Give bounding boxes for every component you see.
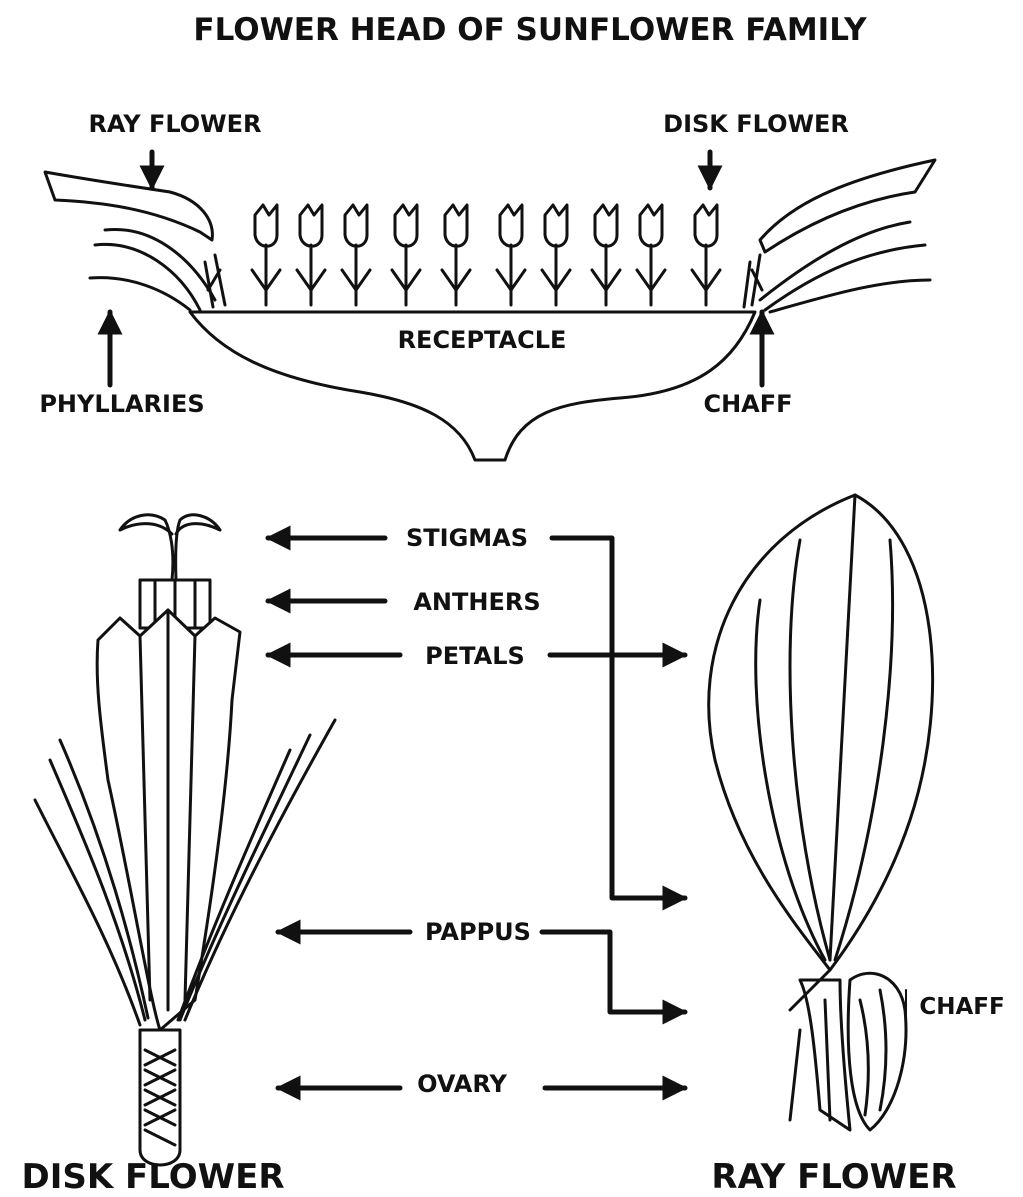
label-stigmas: STIGMAS [406,524,528,552]
right-ray-petal [760,160,935,252]
label-anthers: ANTHERS [413,588,540,616]
caption-disk-flower: DISK FLOWER [21,1157,284,1197]
label-pappus: PAPPUS [425,918,531,946]
label-disk-flower-head: DISK FLOWER [663,110,849,138]
diagram-title: FLOWER HEAD OF SUNFLOWER FAMILY [193,12,867,48]
label-petals: PETALS [425,642,525,670]
caption-ray-flower: RAY FLOWER [711,1157,956,1197]
left-phyllaries [90,229,215,310]
arrow-stigmas-right [552,538,685,898]
label-phyllaries: PHYLLARIES [39,390,204,418]
label-chaff-head: CHAFF [703,390,792,418]
label-ovary: OVARY [417,1070,507,1098]
arrow-pappus-right [542,932,685,1012]
label-chaff-ray: CHAFF [919,994,1004,1020]
disk-florets [205,205,762,307]
label-receptacle: RECEPTACLE [398,326,567,354]
label-ray-flower-head: RAY FLOWER [88,110,261,138]
disk-flower-illustration [35,515,335,1165]
ray-flower-illustration [709,495,933,1130]
